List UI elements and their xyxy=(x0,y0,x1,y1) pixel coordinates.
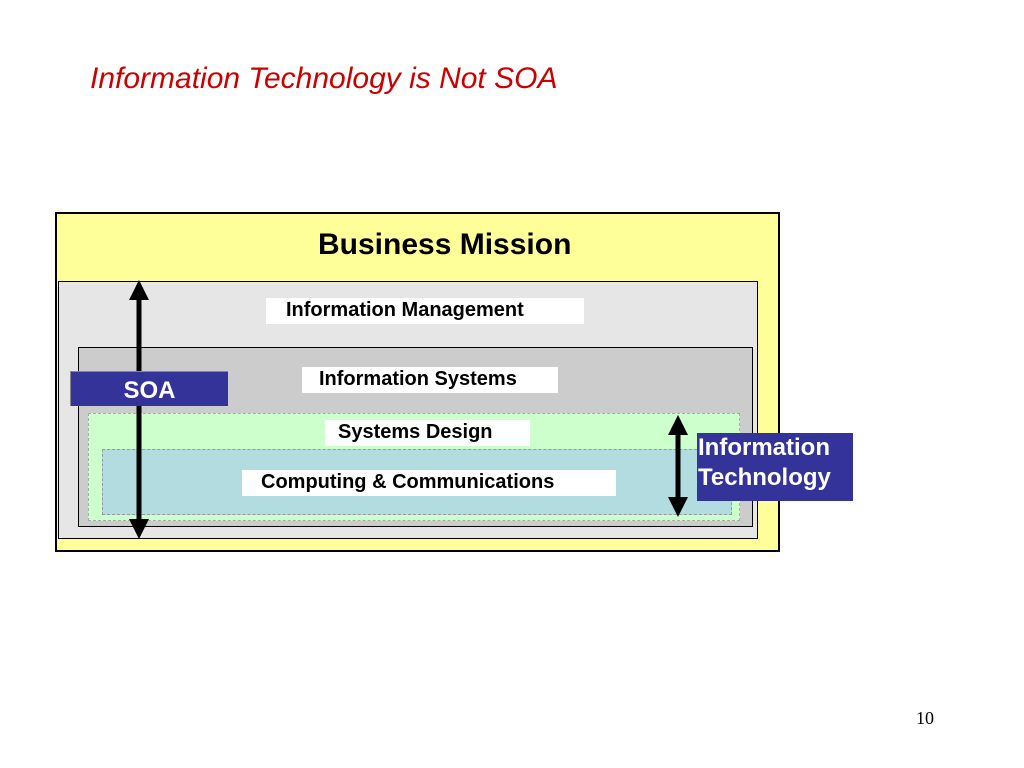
business-mission-label: Business Mission xyxy=(318,228,572,261)
information-management-label: Information Management xyxy=(266,298,584,324)
soa-arrow-icon xyxy=(129,280,149,539)
information-technology-label: Information Technology xyxy=(698,434,831,491)
page-number: 10 xyxy=(916,708,934,728)
information-technology-box xyxy=(697,433,853,501)
it-arrow-icon xyxy=(668,415,688,517)
soa-label-box: SOA xyxy=(70,371,228,406)
information-systems-label: Information Systems xyxy=(302,367,558,393)
computing-communications-label: Computing & Communications xyxy=(242,470,616,496)
slide-title: Information Technology is Not SOA xyxy=(90,62,558,95)
systems-design-label: Systems Design xyxy=(325,420,530,446)
